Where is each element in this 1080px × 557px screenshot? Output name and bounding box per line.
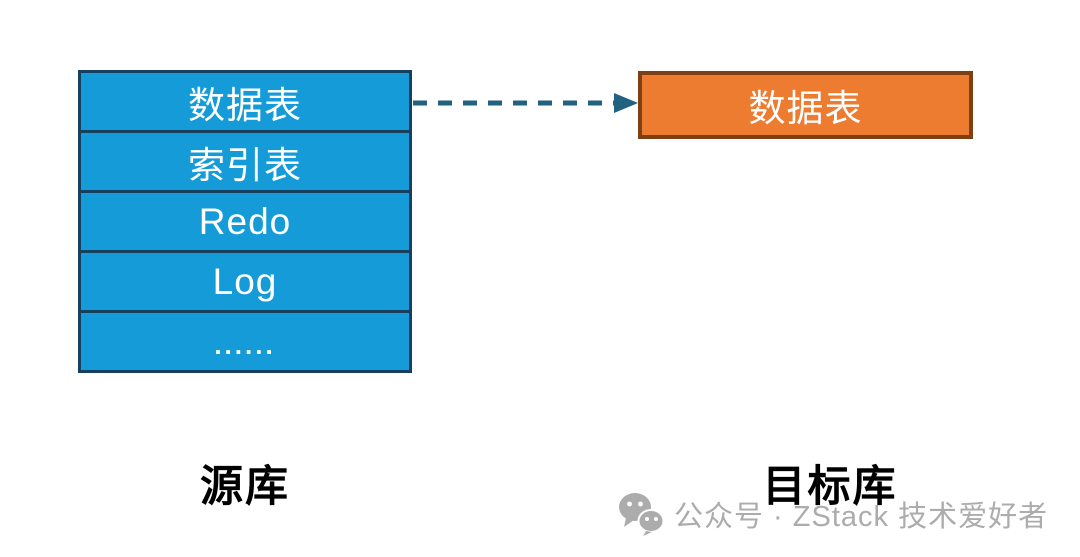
source-row-log: Log bbox=[78, 250, 412, 313]
watermark: 公众号 · ZStack 技术爱好者 bbox=[616, 490, 1048, 537]
migration-arrow bbox=[413, 93, 638, 113]
source-database-caption: 源库 bbox=[200, 463, 290, 511]
source-database-stack: 数据表 索引表 Redo Log ...... bbox=[78, 70, 412, 373]
source-row-ellipsis: ...... bbox=[78, 310, 412, 373]
source-row-data-table: 数据表 bbox=[78, 70, 412, 133]
source-row-index-table: 索引表 bbox=[78, 130, 412, 193]
wechat-icon bbox=[619, 493, 665, 536]
target-data-table-box: 数据表 bbox=[638, 71, 973, 139]
migration-arrowhead-icon bbox=[614, 93, 638, 113]
watermark-text: 公众号 · ZStack 技术爱好者 bbox=[674, 500, 1049, 533]
target-database-caption: 目标库 bbox=[762, 463, 898, 511]
source-row-redo: Redo bbox=[78, 190, 412, 253]
